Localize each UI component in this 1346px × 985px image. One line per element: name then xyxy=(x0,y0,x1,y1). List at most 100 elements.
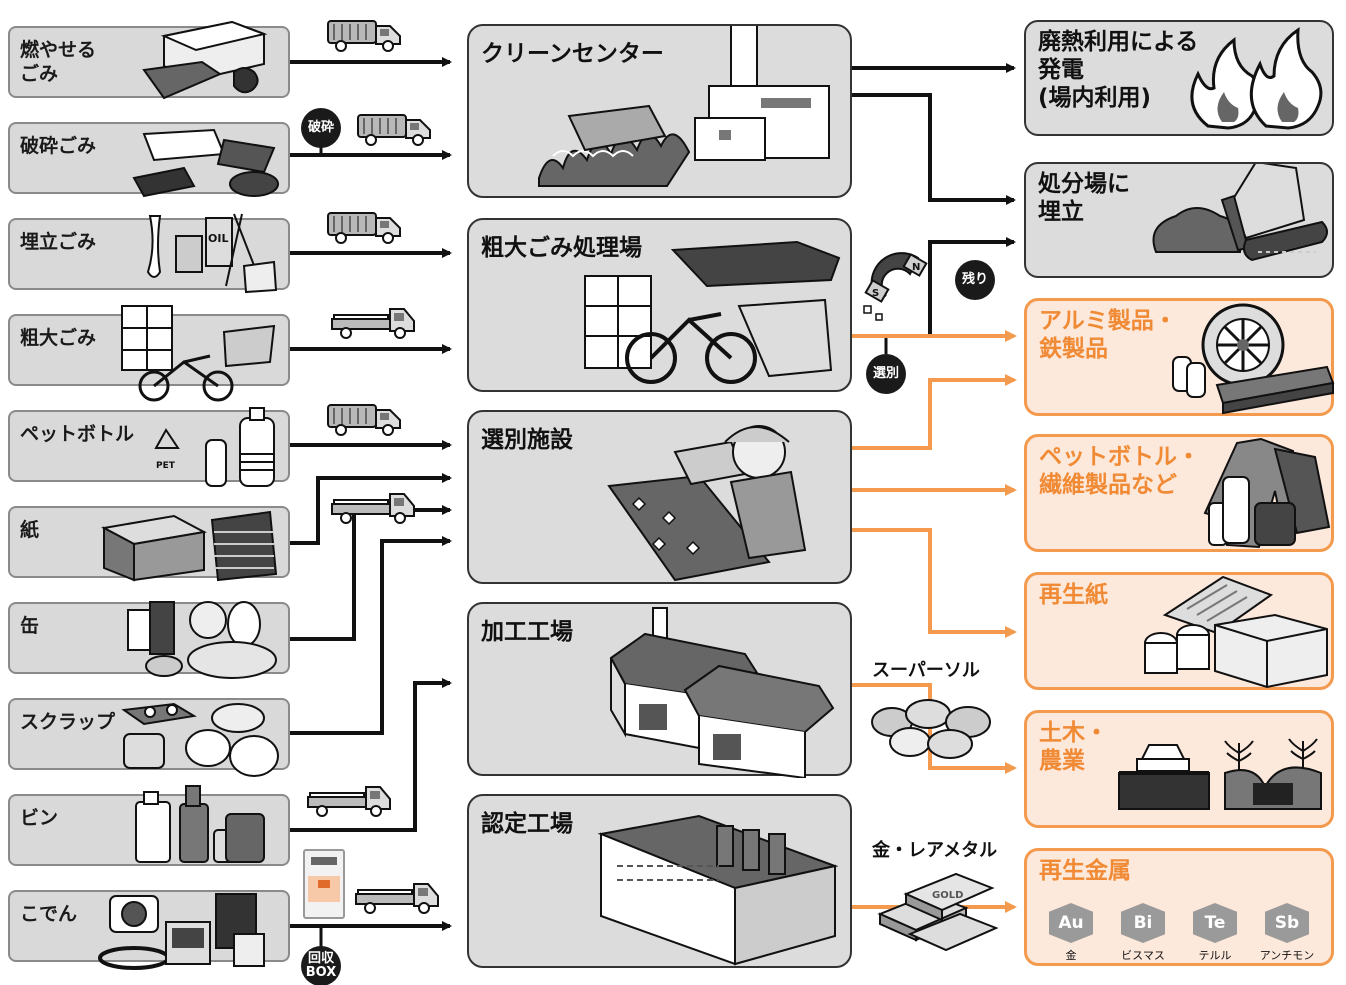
source-bottles: ビン xyxy=(8,785,290,866)
oil-can-label: OIL xyxy=(208,232,228,245)
recycle-mark-label: PET xyxy=(156,461,176,471)
crushed-trash-icon xyxy=(132,128,279,198)
garbage-truck-icon xyxy=(357,114,431,146)
glass-bottles-icon xyxy=(135,785,265,863)
facility-certified: 認定工場 xyxy=(467,794,852,968)
flow-sort-paper xyxy=(852,528,1017,638)
source-oversized: 粗大ごみ xyxy=(8,305,290,402)
oversized-trash-icon xyxy=(121,305,276,402)
facility-clean-center: クリーンセンター xyxy=(467,24,852,198)
source-label: 燃やせる ごみ xyxy=(20,39,97,85)
magnet-icon: S N xyxy=(863,252,928,321)
remainder-badge: 残り xyxy=(955,260,995,300)
collect-box-badge: 回収 BOX xyxy=(301,946,341,985)
source-label: スクラップ xyxy=(20,711,116,733)
source-label: 紙 xyxy=(20,519,40,541)
source-label: 粗大ごみ xyxy=(20,327,97,349)
element-name: 金 xyxy=(1065,949,1077,962)
element-sb: Sb アンチモン xyxy=(1257,903,1317,963)
facility-sorting: 選別施設 xyxy=(467,410,852,584)
destination-civil: 土木・ 農業 xyxy=(1024,710,1334,828)
crush-badge: 破砕 xyxy=(301,108,341,148)
source-batteries: こでん xyxy=(8,890,290,970)
flow-cc-disposal xyxy=(852,93,1016,205)
destination-label: 処分場に 埋立 xyxy=(1038,171,1130,225)
gold-bars-icon: GOLD xyxy=(877,872,999,952)
element-symbol: Bi xyxy=(1121,903,1165,943)
flatbed-truck-icon xyxy=(355,883,439,914)
wheel-and-steel-icon xyxy=(1172,303,1335,415)
source-burnable: 燃やせる ごみ xyxy=(8,20,290,100)
destination-label: 再生金属 xyxy=(1039,858,1131,884)
flow-remainder xyxy=(928,237,1016,336)
destination-disposal: 処分場に 埋立 xyxy=(1024,162,1334,278)
fire-icon xyxy=(1190,27,1323,130)
source-cans: 缶 xyxy=(8,601,290,679)
flow-cans xyxy=(290,505,452,641)
source-crushed: 破砕ごみ xyxy=(8,122,290,198)
facility-label: クリーンセンター xyxy=(481,41,664,67)
element-symbol: Au xyxy=(1049,903,1093,943)
garbage-truck-icon xyxy=(327,404,401,436)
source-scrap: スクラップ xyxy=(8,698,290,777)
element-symbol: Te xyxy=(1193,903,1237,943)
magnet-s-label: S xyxy=(872,288,879,299)
source-label: 缶 xyxy=(20,615,40,637)
pet-bottle-icon: PET xyxy=(154,407,275,487)
bulky-items-icon xyxy=(584,240,841,384)
flatbed-truck-icon xyxy=(307,786,391,817)
flatbed-truck-icon xyxy=(331,308,415,339)
road-and-soil-icon xyxy=(1118,738,1322,810)
flow-scrap xyxy=(290,536,452,735)
burnable-trash-icon xyxy=(142,20,268,100)
element-name: テルル xyxy=(1198,949,1232,962)
factory-icon xyxy=(609,607,835,778)
garbage-truck-icon xyxy=(327,20,401,52)
paper-bundle-icon xyxy=(100,510,278,582)
destination-metal-products: アルミ製品・ 鉄製品 xyxy=(1024,298,1335,416)
source-label: ビン xyxy=(20,807,59,829)
garbage-truck-icon xyxy=(327,212,401,244)
source-label: こでん xyxy=(20,903,78,925)
sorting-worker-icon xyxy=(607,425,807,582)
collection-box-icon xyxy=(303,849,345,919)
source-pet: ペットボトル PET xyxy=(8,407,290,487)
landfill-trash-icon: OIL xyxy=(146,213,278,294)
incinerator-plant-icon xyxy=(538,26,830,187)
facility-label: 粗大ごみ処理場 xyxy=(481,235,642,261)
rare-metal-label: 金・レアメタル xyxy=(872,840,998,861)
supersol-stones-icon xyxy=(871,699,991,759)
cans-icon xyxy=(127,601,277,679)
flow-sort-metal xyxy=(852,374,1017,450)
facility-label: 加工工場 xyxy=(481,619,573,645)
destination-label: 再生紙 xyxy=(1039,582,1108,608)
small-appliances-icon xyxy=(98,893,265,970)
facility-label: 選別施設 xyxy=(481,427,573,453)
destination-power: 廃熱利用による 発電 (場内利用) xyxy=(1024,20,1334,136)
source-paper: 紙 xyxy=(8,506,290,582)
source-label: 埋立ごみ xyxy=(20,231,97,253)
element-symbol: Sb xyxy=(1265,903,1309,943)
element-name: ビスマス xyxy=(1121,949,1165,962)
element-bi: Bi ビスマス xyxy=(1113,903,1173,963)
source-label: 破砕ごみ xyxy=(20,135,97,157)
element-au: Au 金 xyxy=(1041,903,1101,963)
source-label: ペットボトル xyxy=(20,423,135,445)
destination-recycled-metal: 再生金属 Au 金 Bi ビスマス Te テルル Sb アンチモン xyxy=(1024,848,1334,966)
destination-fiber-products: ペットボトル・ 繊維製品など xyxy=(1024,434,1334,552)
magnet-n-label: N xyxy=(912,262,920,273)
destination-label: 土木・ 農業 xyxy=(1039,720,1108,774)
flow-bottles xyxy=(290,678,452,832)
sort-badge: 選別 xyxy=(866,354,906,394)
destination-recycled-paper: 再生紙 xyxy=(1024,572,1334,690)
element-te: Te テルル xyxy=(1185,903,1245,963)
bulldozer-icon xyxy=(1152,164,1328,262)
source-landfill: 埋立ごみ OIL xyxy=(8,213,290,294)
gold-bar-label: GOLD xyxy=(932,890,963,901)
facility-processing: 加工工場 xyxy=(467,602,852,778)
flatbed-truck-icon xyxy=(331,493,415,524)
clothes-and-bottle-icon xyxy=(1203,437,1331,549)
paper-products-icon xyxy=(1144,575,1328,689)
certified-factory-icon xyxy=(597,814,839,966)
